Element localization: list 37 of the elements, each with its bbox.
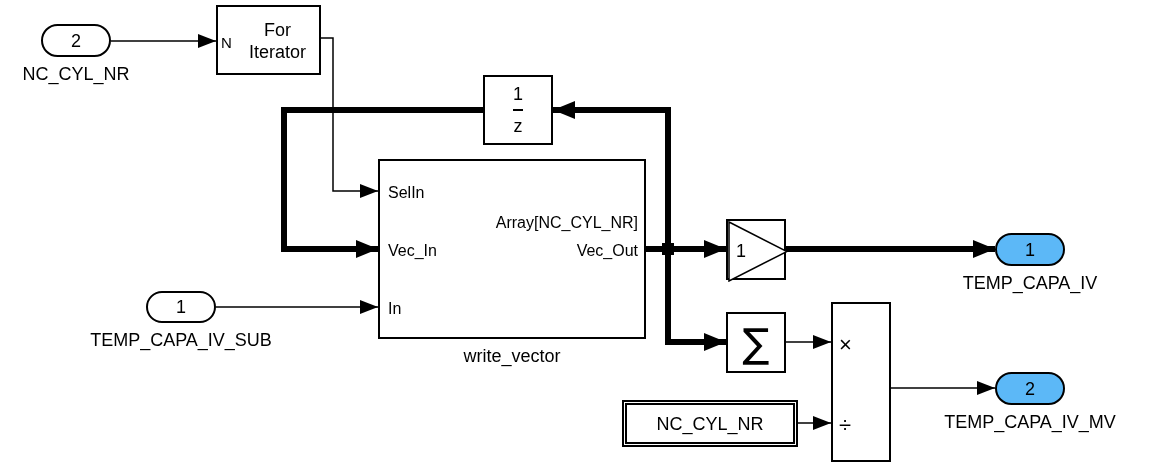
- block-name: TEMP_CAPA_IV_SUB: [90, 329, 272, 351]
- multiply-sign: ×: [839, 331, 852, 359]
- port-number: 2: [71, 31, 81, 50]
- delay-block: [483, 75, 553, 145]
- block-name: TEMP_CAPA_IV: [962, 272, 1098, 294]
- constant-value: NC_CYL_NR: [656, 414, 764, 433]
- signal-line: [797, 416, 832, 430]
- port-number: 1: [176, 298, 186, 316]
- block-name: TEMP_CAPA_IV_MV: [944, 411, 1116, 433]
- port-label: Vec_In: [388, 241, 437, 261]
- port-label: N: [221, 35, 232, 50]
- constant-block: [622, 400, 798, 447]
- subsystem-block: [378, 159, 646, 339]
- port-label: SelIn: [388, 183, 425, 203]
- signal-line: [281, 107, 483, 258]
- block-label: Array[NC_CYL_NR]: [495, 213, 638, 233]
- denominator: z: [513, 115, 523, 137]
- block-name: write_vector: [463, 345, 561, 367]
- signal-line: [215, 300, 379, 314]
- sum-symbol: ∑: [742, 322, 770, 363]
- sum-block: [726, 312, 786, 373]
- product-block: [831, 302, 891, 462]
- port-label: In: [388, 299, 402, 319]
- divide-sign: ÷: [839, 411, 852, 439]
- numerator: 1: [513, 83, 523, 105]
- signal-line: [786, 240, 995, 258]
- block-label: For Iterator: [248, 19, 307, 63]
- port-number: 1: [1025, 240, 1035, 259]
- port-number: 2: [1025, 379, 1035, 398]
- signal-line: [110, 34, 217, 48]
- block-name: NC_CYL_NR: [22, 63, 130, 85]
- signal-line: [890, 381, 996, 395]
- signal-line: [785, 335, 832, 349]
- gain-value: 1: [736, 240, 746, 262]
- signal-line: [320, 37, 379, 198]
- port-label: Vec_Out: [576, 241, 638, 261]
- iterator-block: [216, 5, 321, 75]
